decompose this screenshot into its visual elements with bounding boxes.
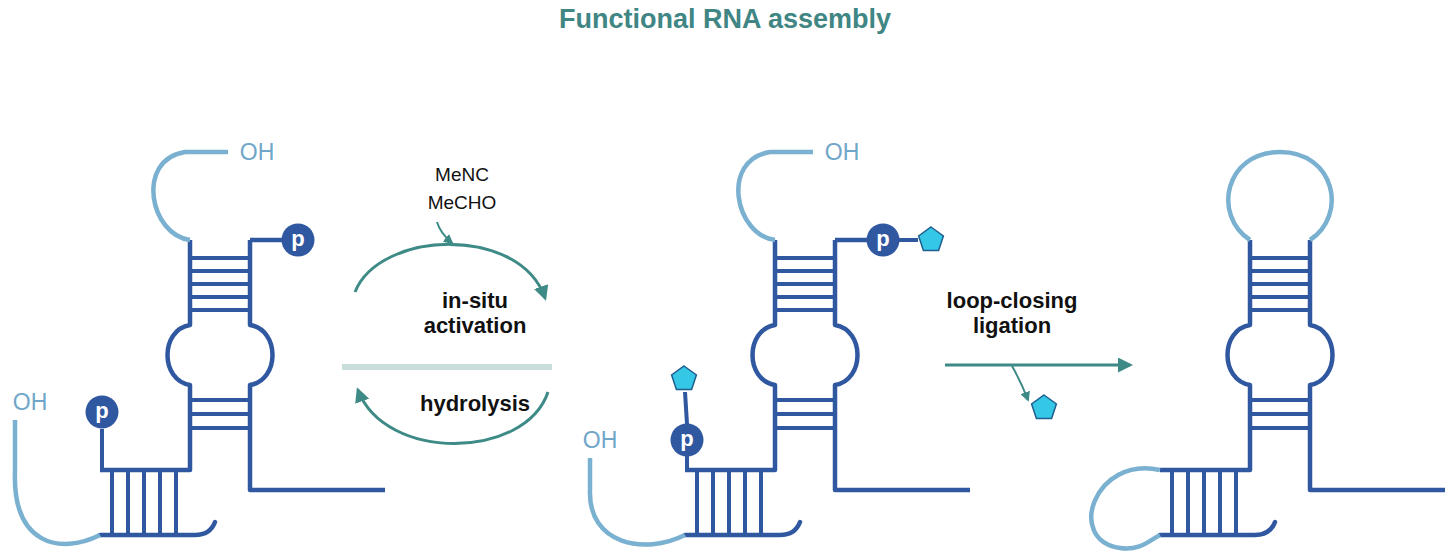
reagent-label: MeNC xyxy=(435,164,489,186)
phosphate-circle: p xyxy=(670,423,704,457)
phosphate-circle: p xyxy=(866,223,900,257)
hydroxyl-label: OH xyxy=(13,389,48,415)
rna-left xyxy=(15,152,385,544)
phosphate-label: p xyxy=(85,395,119,427)
phosphate-label: p xyxy=(866,223,900,255)
hydroxyl-label: OH xyxy=(583,427,618,453)
phosphate-label: p xyxy=(281,223,315,255)
hydroxyl-label: OH xyxy=(240,139,275,165)
phosphate-circle: p xyxy=(85,395,119,429)
reagent-label: MeCHO xyxy=(428,192,497,214)
rna-middle xyxy=(590,152,970,545)
diagram-title: Functional RNA assembly xyxy=(0,4,1450,35)
hydroxyl-label: OH xyxy=(825,139,860,165)
rna-right xyxy=(1091,152,1445,549)
reaction-cycle xyxy=(342,222,552,444)
step-label: in-situ activation xyxy=(400,288,550,339)
step-label: hydrolysis xyxy=(420,391,530,416)
phosphate-label: p xyxy=(670,423,704,455)
step-label: loop-closing ligation xyxy=(925,288,1100,339)
ligation-arrow xyxy=(945,365,1130,419)
phosphate-circle: p xyxy=(281,223,315,257)
